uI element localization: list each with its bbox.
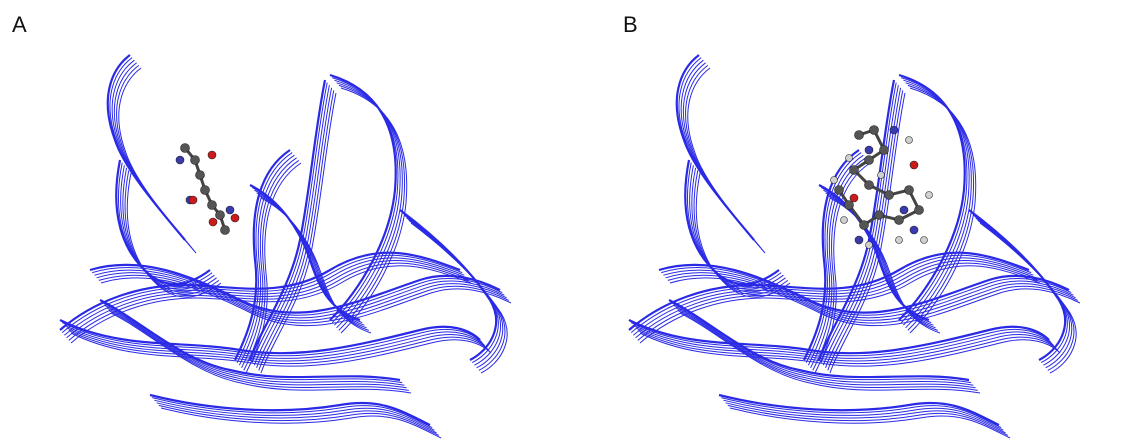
ligand-atom <box>910 161 918 169</box>
ligand-atom <box>191 156 200 165</box>
protein-ribbon-b <box>569 0 1137 440</box>
ligand-atom <box>831 177 838 184</box>
ligand-atom <box>885 191 894 200</box>
ligand-atom <box>896 237 903 244</box>
ligand-atom <box>209 218 217 226</box>
ribbon-strand <box>242 158 297 368</box>
ribbon-strand <box>244 160 299 370</box>
ligand-atom <box>181 144 190 153</box>
ligand-atom <box>855 131 864 140</box>
ligand-atom <box>208 151 216 159</box>
ligand-atom <box>176 156 184 164</box>
ligand-atom <box>910 226 918 234</box>
ribbon-strand <box>119 68 196 253</box>
ligand-atom <box>216 211 225 220</box>
ligand-atom <box>875 211 884 220</box>
ligand-atom <box>890 126 898 134</box>
ligand-atom <box>196 171 205 180</box>
ligand-atom <box>915 206 924 215</box>
ligand-atom <box>905 186 914 195</box>
figure-panel-a: A <box>0 0 568 440</box>
ribbon-strand <box>688 68 765 253</box>
ligand-atom <box>221 226 230 235</box>
ligand-atom <box>850 166 859 175</box>
figure-panel-b: B <box>569 0 1137 440</box>
ligand-atom <box>208 201 217 210</box>
ligand-atom <box>855 236 863 244</box>
ligand-atom <box>846 155 853 162</box>
ligand-atom <box>895 216 904 225</box>
ligand-atom <box>880 146 889 155</box>
ligand-atom <box>835 186 844 195</box>
ligand-atom <box>231 214 239 222</box>
ligand-atom <box>878 172 885 179</box>
ribbon-strand <box>332 78 398 323</box>
ribbon-strand <box>903 80 969 325</box>
ligand-atom <box>926 192 933 199</box>
ligand-atom <box>226 206 234 214</box>
ligand-atom <box>865 146 873 154</box>
ligand-atom <box>865 181 874 190</box>
ligand-atom <box>189 196 197 204</box>
ligand-atom <box>866 242 873 249</box>
ligand-atom <box>841 217 848 224</box>
ligand-atom <box>921 237 928 244</box>
ligand-atom <box>850 194 858 202</box>
protein-ribbon-a <box>0 0 568 440</box>
ligand-atom <box>860 221 869 230</box>
ligand-atom <box>865 156 874 165</box>
ligand-atom <box>906 137 913 144</box>
ribbon-strand <box>901 78 967 323</box>
ligand-atom <box>900 206 908 214</box>
ligand-atom <box>870 126 879 135</box>
ribbon-strand <box>334 80 400 325</box>
ligand-atom <box>201 186 210 195</box>
